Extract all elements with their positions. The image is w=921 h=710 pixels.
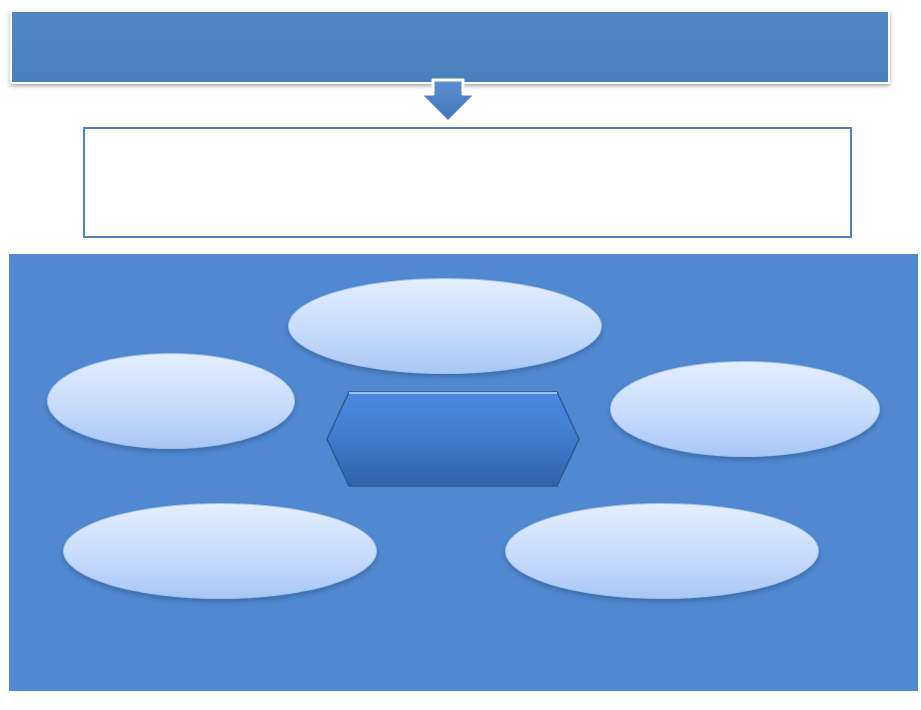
center-hexagon <box>326 391 580 487</box>
bubble-bottom-left <box>63 503 377 599</box>
center-hexagon-label-box <box>325 390 581 488</box>
bubble-top <box>288 278 602 374</box>
bubble-left <box>47 353 295 449</box>
text-box <box>83 127 852 238</box>
header-bar <box>10 10 890 84</box>
bubble-bottom-right <box>505 503 819 599</box>
bubble-right <box>610 361 880 457</box>
